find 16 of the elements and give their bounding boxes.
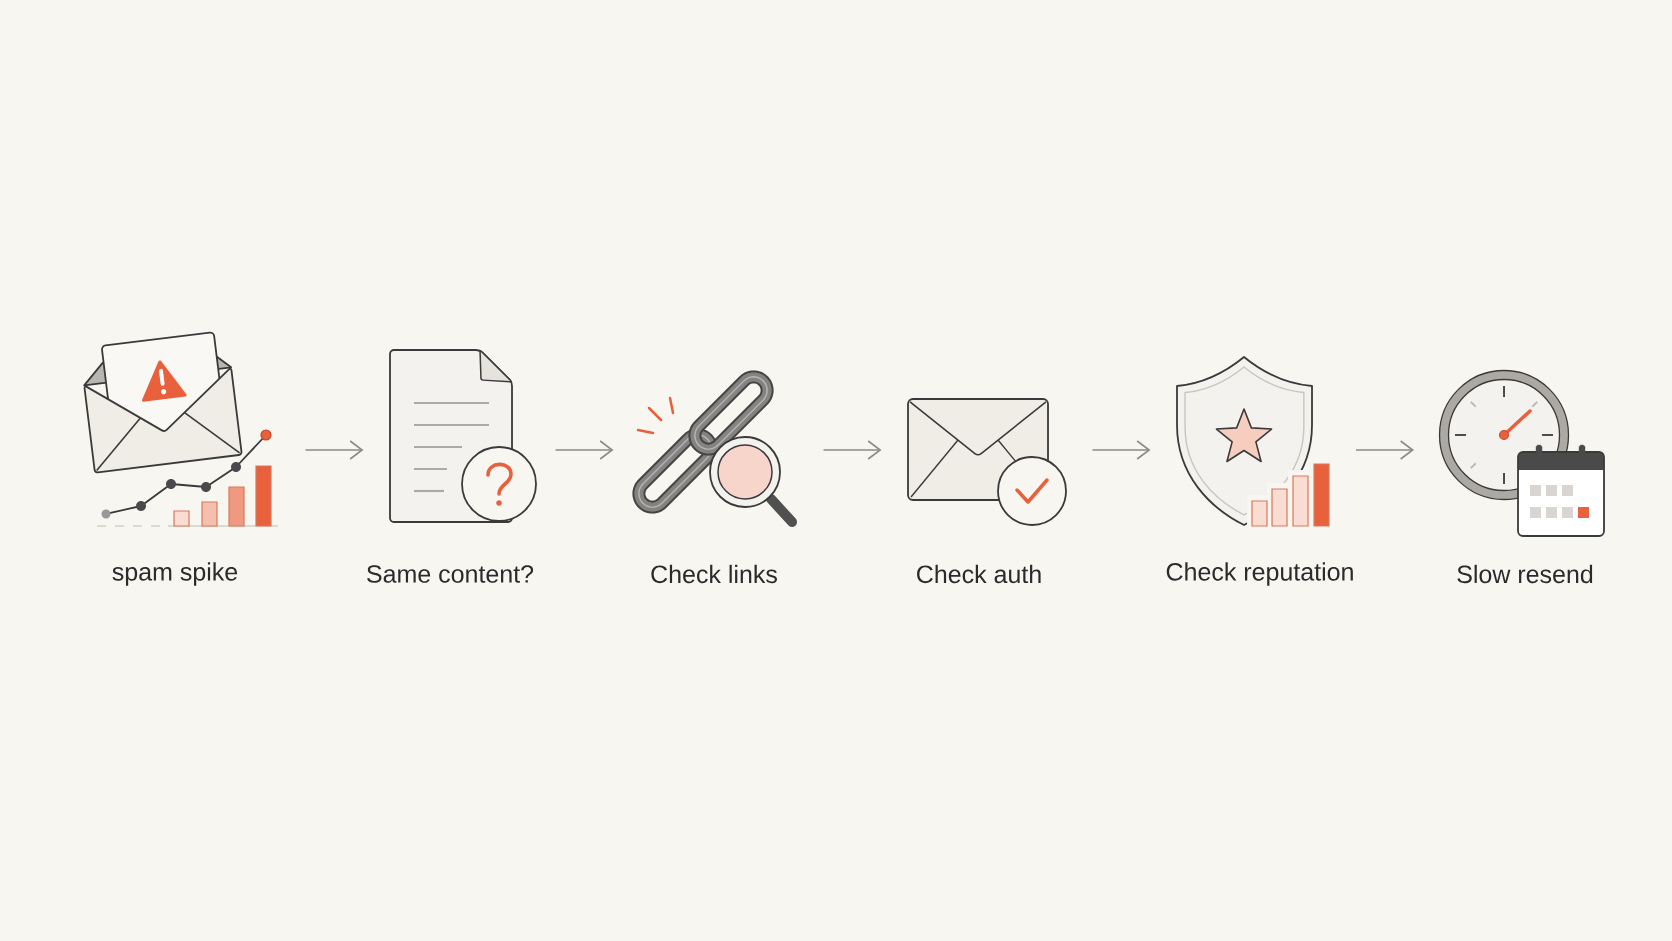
arrow	[822, 440, 882, 460]
envelope-check-icon	[907, 398, 1067, 526]
step-label: Check links	[651, 564, 777, 584]
clock-calendar-icon	[1438, 369, 1605, 537]
document-question-icon	[389, 349, 537, 523]
chain-magnifier-icon	[632, 370, 797, 527]
arrow	[304, 440, 364, 460]
step-label: spam spike	[112, 562, 238, 586]
arrow	[554, 440, 614, 460]
step-label: Check auth	[917, 564, 1041, 584]
step-label: Slow resend	[1457, 564, 1593, 584]
step-label: Same content?	[367, 565, 534, 583]
arrow	[1091, 440, 1151, 460]
step-label: Check reputation	[1166, 562, 1353, 586]
envelope-chart-icon	[83, 331, 279, 527]
arrow	[1355, 440, 1414, 460]
